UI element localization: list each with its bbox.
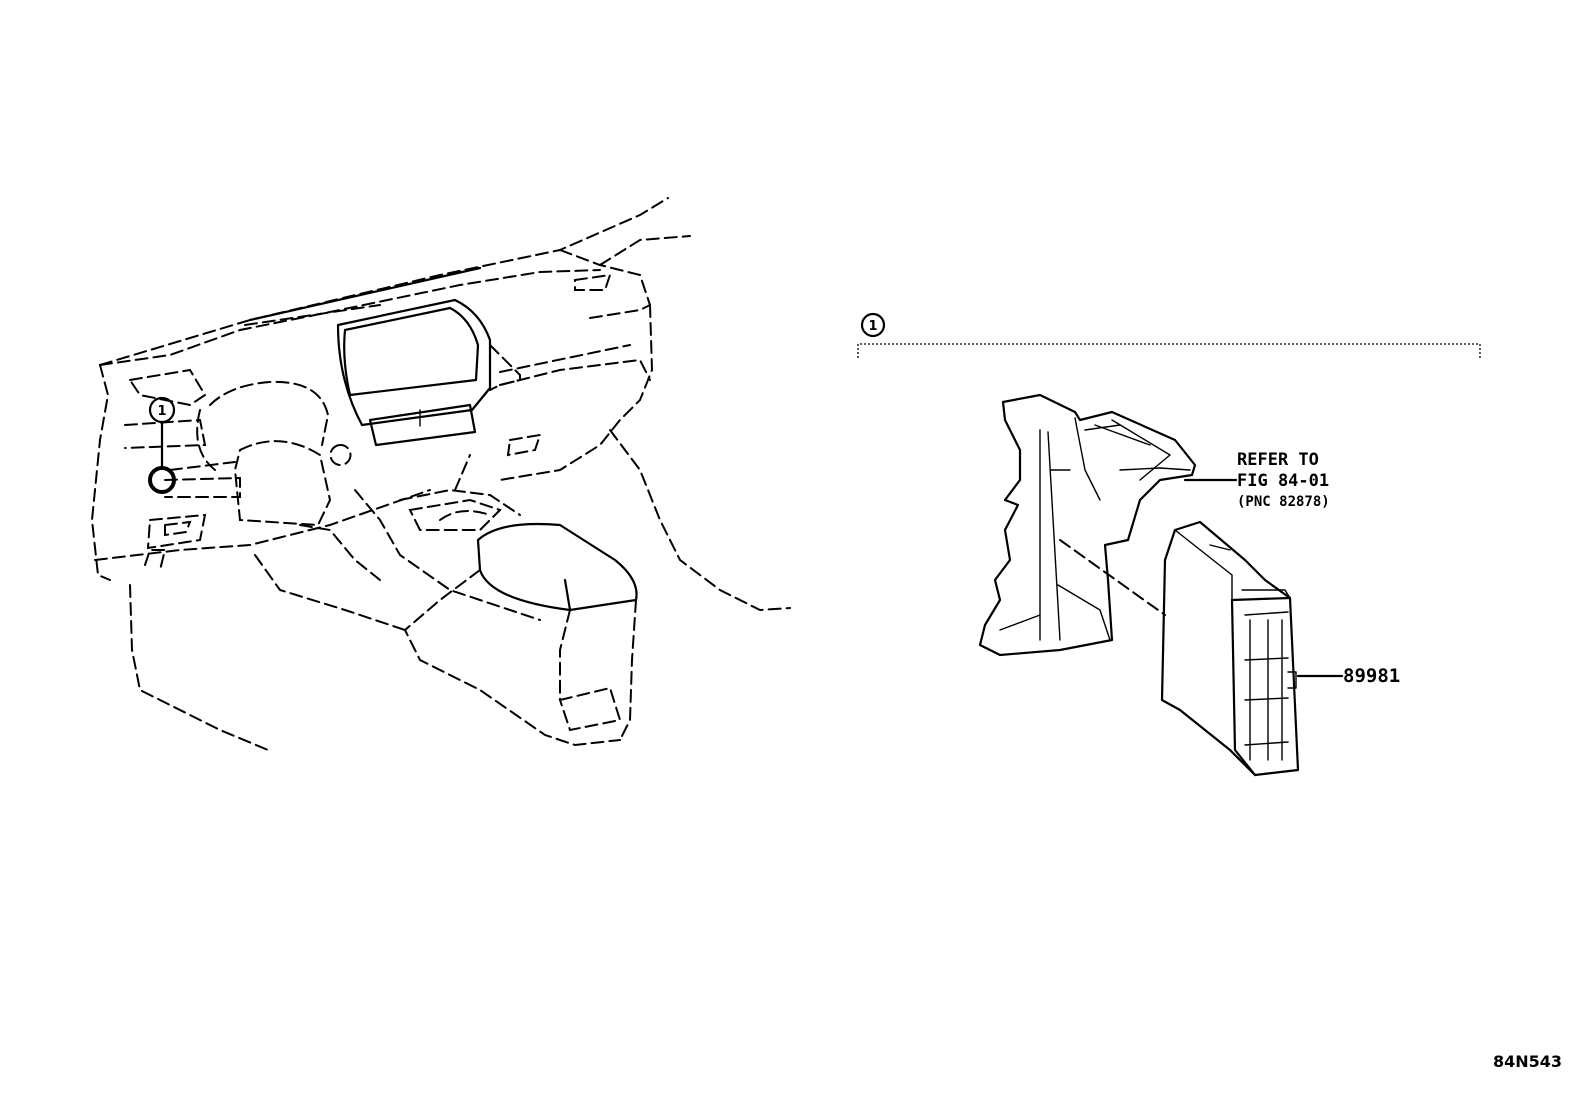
refer-text-line3: (PNC 82878) (1237, 494, 1330, 510)
item-circle-right (860, 312, 886, 338)
refer-text-line1: REFER TO (1237, 450, 1319, 470)
refer-text-line2: FIG 84-01 (1237, 471, 1329, 491)
dashboard-illustration: 1 (90, 197, 791, 751)
switch-location-marker (148, 466, 176, 494)
part-number-label: 89981 (1343, 665, 1400, 687)
item-number-left: 1 (157, 404, 166, 419)
component-exploded-view: 1 REFER TO FIG 84-01 (PNC 8287 (857, 312, 1481, 777)
assembly-bracket (857, 343, 1481, 358)
item-number-right: 1 (868, 319, 877, 334)
figure-id: 84N543 (1492, 1052, 1562, 1071)
